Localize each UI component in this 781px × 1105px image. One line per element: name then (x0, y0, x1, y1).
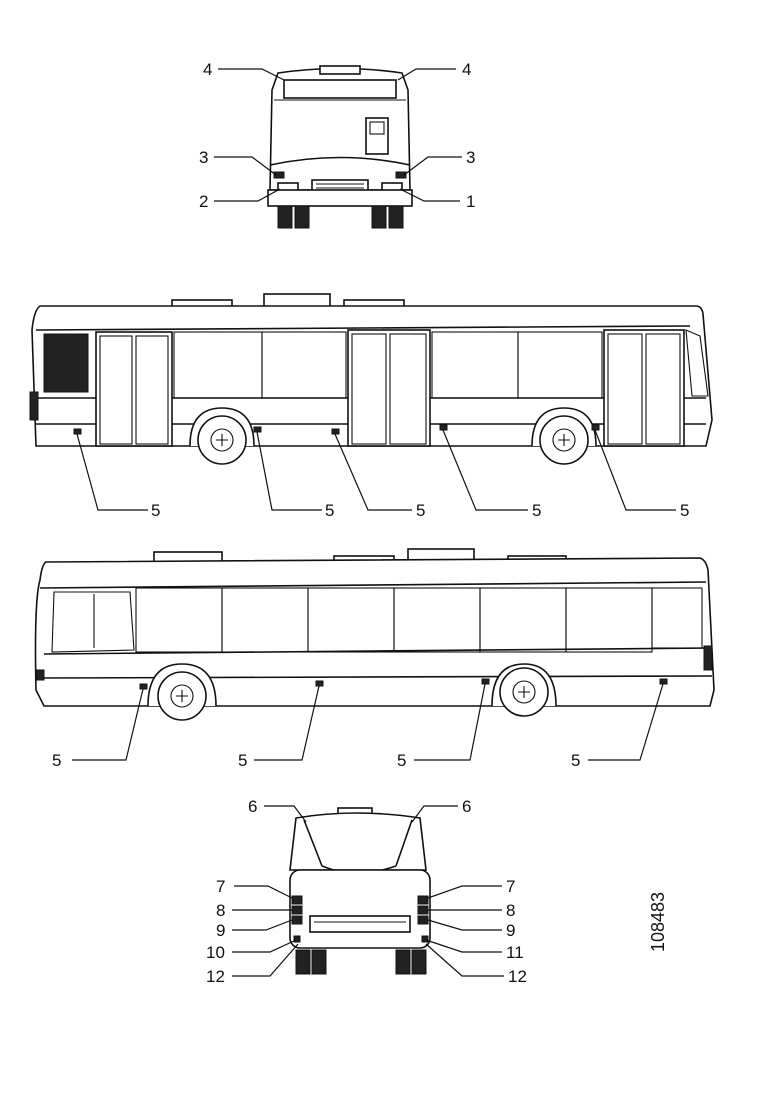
rear-leaders (232, 805, 504, 977)
right-side-view (29, 293, 713, 465)
left-side-view (34, 548, 715, 721)
callout-rear-9-right: 9 (506, 921, 515, 940)
callout-rear-12-left: 12 (206, 967, 225, 986)
front-leaders (214, 68, 462, 202)
callout-rear-6-left: 6 (248, 797, 257, 816)
callout-front-4-left: 4 (203, 60, 212, 79)
figure-number: 108483 (648, 892, 668, 952)
callout-rear-7-left: 7 (216, 877, 225, 896)
callout-front-3-right: 3 (466, 148, 475, 167)
callout-left-5-a: 5 (52, 751, 61, 770)
callout-left-5-b: 5 (238, 751, 247, 770)
callout-right-5-b: 5 (325, 501, 334, 520)
callout-rear-10: 10 (206, 943, 225, 962)
callout-rear-9-left: 9 (216, 921, 225, 940)
callout-front-3-left: 3 (199, 148, 208, 167)
right-side-leaders (76, 429, 676, 511)
rear-view (289, 807, 431, 975)
callout-front-1: 1 (466, 192, 475, 211)
callout-left-5-d: 5 (571, 751, 580, 770)
callout-right-5-d: 5 (532, 501, 541, 520)
left-side-leaders (72, 683, 664, 761)
callout-rear-8-right: 8 (506, 901, 515, 920)
callout-right-5-a: 5 (151, 501, 160, 520)
callout-rear-6-right: 6 (462, 797, 471, 816)
callout-right-5-e: 5 (680, 501, 689, 520)
callout-rear-7-right: 7 (506, 877, 515, 896)
callout-front-4-right: 4 (462, 60, 471, 79)
callout-rear-11: 11 (506, 943, 524, 962)
callout-rear-8-left: 8 (216, 901, 225, 920)
front-view (267, 65, 413, 229)
callout-front-2: 2 (199, 192, 208, 211)
callout-left-5-c: 5 (397, 751, 406, 770)
callout-rear-12-right: 12 (508, 967, 527, 986)
callout-right-5-c: 5 (416, 501, 425, 520)
